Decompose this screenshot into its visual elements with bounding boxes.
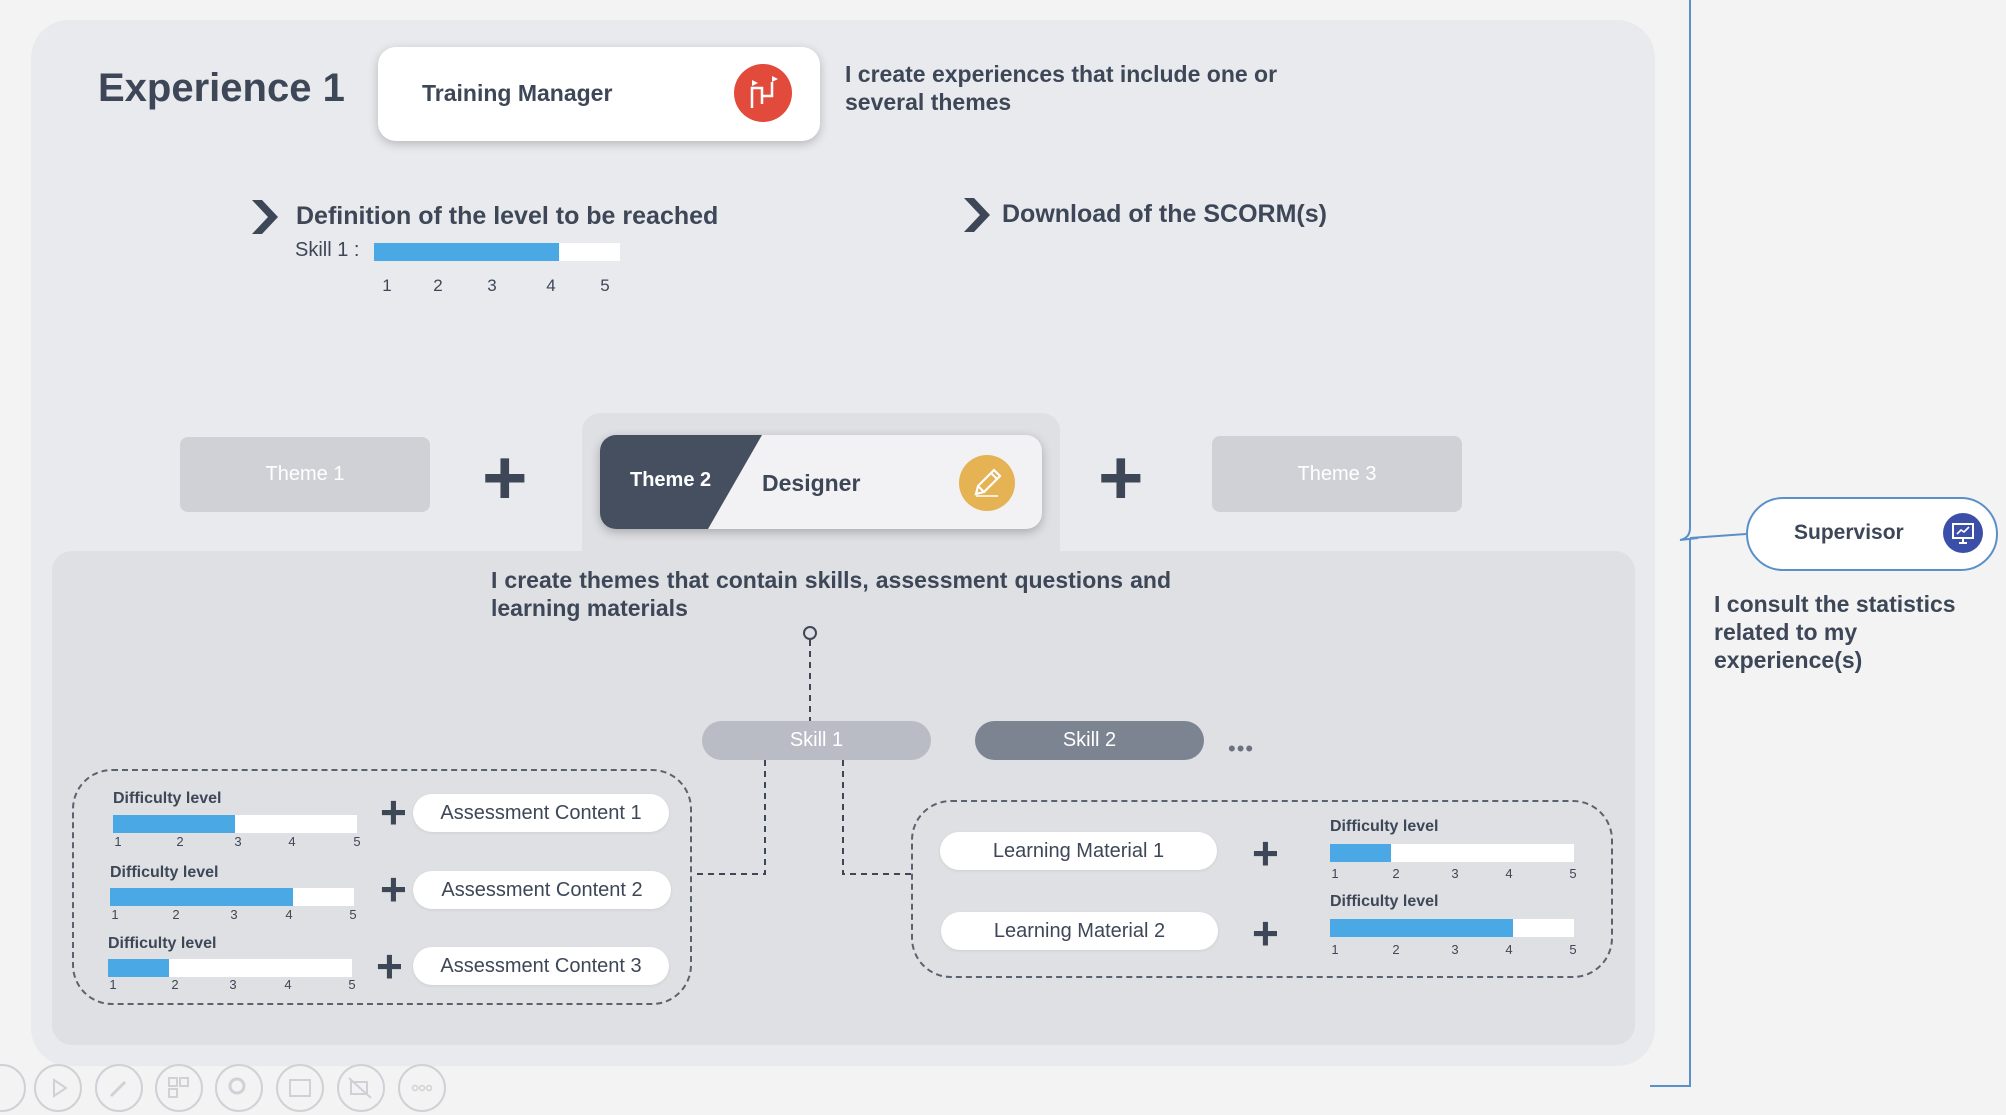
difficulty-tick: 2 bbox=[1392, 866, 1400, 881]
difficulty-bar bbox=[1330, 844, 1574, 862]
difficulty-tick: 3 bbox=[1451, 866, 1459, 881]
difficulty-tick: 1 bbox=[109, 977, 117, 992]
theme-description: I create themes that contain skills, ass… bbox=[491, 567, 1171, 621]
difficulty-tick: 3 bbox=[229, 977, 237, 992]
difficulty-tick: 1 bbox=[1331, 942, 1339, 957]
difficulty-tick: 5 bbox=[349, 907, 357, 922]
training-manager-label: Training Manager bbox=[422, 80, 613, 106]
theme-1-card[interactable]: Theme 1 bbox=[180, 437, 430, 512]
difficulty-tick: 4 bbox=[1505, 866, 1513, 881]
more-skills-ellipsis: ••• bbox=[1228, 736, 1255, 761]
skill-1-pill[interactable]: Skill 1 bbox=[702, 721, 931, 760]
theme-2-label: Theme 2 bbox=[630, 469, 712, 491]
difficulty-tick: 2 bbox=[1392, 942, 1400, 957]
difficulty-fill bbox=[1330, 919, 1513, 937]
skill-level-label: Skill 1 : bbox=[295, 239, 360, 261]
difficulty-fill bbox=[1330, 844, 1391, 862]
plus-icon: + bbox=[1252, 907, 1279, 959]
difficulty-tick: 5 bbox=[348, 977, 356, 992]
difficulty-bar bbox=[1330, 919, 1574, 937]
play-icon[interactable] bbox=[34, 1064, 82, 1112]
difficulty-tick: 4 bbox=[1505, 942, 1513, 957]
more-icon[interactable] bbox=[398, 1064, 446, 1112]
plus-icon: + bbox=[482, 433, 528, 521]
skill-tick: 1 bbox=[382, 276, 392, 295]
skill-tick: 3 bbox=[487, 276, 497, 295]
difficulty-fill bbox=[110, 888, 293, 906]
plus-icon: + bbox=[380, 863, 407, 915]
difficulty-label: Difficulty level bbox=[113, 790, 222, 807]
window-icon[interactable] bbox=[276, 1064, 324, 1112]
difficulty-tick: 4 bbox=[284, 977, 292, 992]
difficulty-fill bbox=[113, 815, 235, 833]
scorm-download-heading: Download of the SCORM(s) bbox=[1002, 200, 1327, 228]
learning-material-group bbox=[911, 800, 1613, 978]
skill-tick: 4 bbox=[546, 276, 556, 295]
supervisor-description: I consult the statistics related to my e… bbox=[1714, 591, 1956, 673]
difficulty-tick: 5 bbox=[1569, 942, 1577, 957]
difficulty-label: Difficulty level bbox=[110, 864, 219, 881]
skill-level-bar bbox=[374, 243, 620, 261]
plus-icon: + bbox=[376, 940, 403, 992]
chevron-right-icon bbox=[964, 198, 990, 232]
theme-2-card[interactable]: Theme 2 Designer bbox=[600, 435, 1042, 529]
plus-icon: + bbox=[380, 786, 407, 838]
theme-3-card[interactable]: Theme 3 bbox=[1212, 436, 1462, 512]
assessment-content-pill[interactable]: Assessment Content 1 bbox=[413, 794, 669, 832]
difficulty-tick: 3 bbox=[234, 834, 242, 849]
chevron-right-icon bbox=[252, 200, 278, 234]
assessment-group bbox=[72, 769, 692, 1005]
difficulty-label: Difficulty level bbox=[108, 935, 217, 952]
difficulty-fill bbox=[108, 959, 169, 977]
difficulty-tick: 2 bbox=[176, 834, 184, 849]
plus-icon: + bbox=[1252, 827, 1279, 879]
difficulty-bar bbox=[108, 959, 352, 977]
zoom-icon[interactable] bbox=[215, 1064, 263, 1112]
skill-2-pill[interactable]: Skill 2 bbox=[975, 721, 1204, 760]
skill-tick: 5 bbox=[600, 276, 610, 295]
assessment-content-pill[interactable]: Assessment Content 2 bbox=[413, 871, 671, 909]
difficulty-tick: 5 bbox=[1569, 866, 1577, 881]
difficulty-tick: 1 bbox=[114, 834, 122, 849]
difficulty-tick: 2 bbox=[172, 907, 180, 922]
level-definition-heading: Definition of the level to be reached bbox=[296, 202, 719, 230]
pencil-icon bbox=[959, 455, 1015, 511]
difficulty-bar bbox=[110, 888, 354, 906]
difficulty-tick: 3 bbox=[1451, 942, 1459, 957]
difficulty-tick: 1 bbox=[111, 907, 119, 922]
difficulty-tick: 4 bbox=[288, 834, 296, 849]
supervisor-label: Supervisor bbox=[1794, 521, 1904, 544]
difficulty-label: Difficulty level bbox=[1330, 893, 1439, 910]
difficulty-label: Difficulty level bbox=[1330, 818, 1439, 835]
experience-title: Experience 1 bbox=[98, 66, 345, 110]
learning-material-pill[interactable]: Learning Material 2 bbox=[941, 912, 1218, 950]
skill-level-fill bbox=[374, 243, 559, 261]
difficulty-tick: 3 bbox=[230, 907, 238, 922]
grid-icon[interactable] bbox=[155, 1064, 203, 1112]
learning-material-pill[interactable]: Learning Material 1 bbox=[940, 832, 1217, 870]
camera-off-icon[interactable] bbox=[337, 1064, 385, 1112]
assessment-content-pill[interactable]: Assessment Content 3 bbox=[413, 947, 669, 985]
difficulty-tick: 4 bbox=[285, 907, 293, 922]
difficulty-tick: 5 bbox=[353, 834, 361, 849]
plus-icon: + bbox=[1098, 433, 1144, 521]
difficulty-bar bbox=[113, 815, 357, 833]
difficulty-tick: 1 bbox=[1331, 866, 1339, 881]
flag-route-icon bbox=[734, 64, 792, 122]
presentation-board-icon bbox=[1943, 513, 1983, 553]
difficulty-tick: 2 bbox=[171, 977, 179, 992]
theme-2-tab-shape bbox=[600, 435, 762, 529]
experience-description: I create experiences that include one or… bbox=[845, 61, 1278, 115]
pen-icon[interactable] bbox=[95, 1064, 143, 1112]
skill-tick: 2 bbox=[433, 276, 443, 295]
designer-label: Designer bbox=[762, 470, 861, 496]
